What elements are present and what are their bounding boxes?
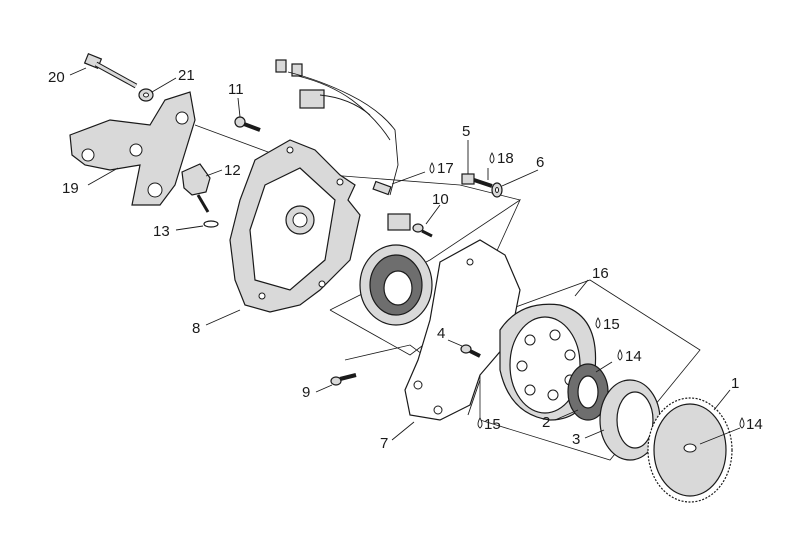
stator: [359, 213, 433, 326]
callout-15-lower: 15: [484, 416, 501, 433]
washer-6: [491, 182, 503, 198]
callout-19: 19: [62, 180, 79, 197]
drop-icon: [739, 417, 745, 429]
callout-21: 21: [178, 67, 195, 84]
callout-14-lower: 14: [746, 416, 763, 433]
ring-3: [599, 379, 661, 461]
callout-3: 3: [572, 431, 580, 448]
callout-9: 9: [302, 384, 310, 401]
callout-4: 4: [437, 325, 445, 342]
leader-lines: [69, 67, 741, 445]
drop-icon: [429, 162, 435, 174]
callout-12: 12: [224, 162, 241, 179]
callout-2: 2: [542, 414, 550, 431]
gear-1: [647, 397, 733, 503]
drop-icon: [617, 349, 623, 361]
bolt-5: [461, 173, 493, 188]
drop-icon: [595, 317, 601, 329]
callout-labels: 20 21 19 11 12 13 8 5 18 6 17 10 16 15 4…: [48, 67, 763, 452]
screw-11: [234, 116, 261, 132]
sensor-12: [181, 163, 211, 213]
drop-icon: [489, 152, 495, 164]
pin-4: [460, 344, 481, 358]
bolt-20: [83, 52, 138, 89]
wiring-harness: [275, 59, 399, 196]
lubricant-drop-markers: [429, 152, 745, 429]
callout-16: 16: [592, 265, 609, 282]
callout-20: 20: [48, 69, 65, 86]
callout-11: 11: [228, 81, 244, 98]
bracket-19: [69, 91, 196, 206]
callout-17: 17: [437, 160, 454, 177]
bolt-9: [330, 373, 357, 386]
gasket-7: [404, 239, 521, 421]
callout-8: 8: [192, 320, 200, 337]
callout-1: 1: [731, 375, 739, 392]
callout-6: 6: [536, 154, 544, 171]
washer-21: [138, 88, 154, 102]
callout-13: 13: [153, 223, 170, 240]
screw-10: [412, 223, 433, 238]
drop-icon: [477, 417, 483, 429]
cover-8: [229, 139, 361, 313]
callout-5: 5: [462, 123, 470, 140]
callout-10: 10: [432, 191, 449, 208]
callout-7: 7: [380, 435, 388, 452]
callout-14-upper: 14: [625, 348, 642, 365]
oring-13: [203, 220, 219, 228]
callout-18: 18: [497, 150, 514, 167]
callout-15-upper: 15: [603, 316, 620, 333]
